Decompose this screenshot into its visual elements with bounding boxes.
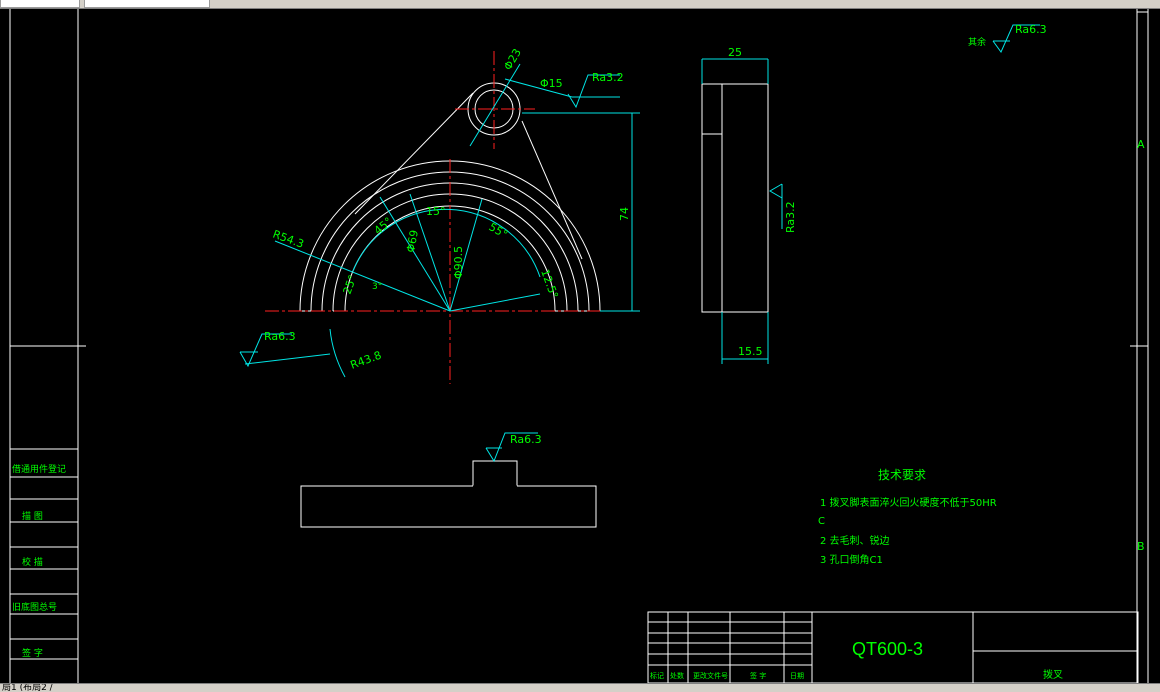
dia-69-dim: Φ69 [404,229,421,254]
left-cell-1: 借通用件登记 [12,463,66,475]
header-cell-2: 处数 [670,671,684,680]
drawing-canvas[interactable]: Ra6.3 其余 Ra3.2 Φ23 Φ15 74 R54.3 45° 15° … [0,9,1160,683]
bottom-finish-label: Ra6.3 [510,433,542,446]
finish-remaining-label: 其余 [968,36,986,48]
tech-req-title: 技术要求 [878,468,926,482]
radius-outer-dim: R54.3 [271,228,306,251]
angle-45-dim: 45° [372,215,395,237]
hole-inner-dim: Φ15 [540,77,563,90]
toolbar-tab[interactable] [84,0,210,8]
layout-tabs-bar[interactable]: 局1 (布局2 / [0,683,1160,692]
zone-label-b: B [1137,540,1145,553]
header-cell-1: 标记 [650,671,664,680]
tech-req-line1: 1 拨叉脚表面淬火回火硬度不低于50HR [820,496,997,509]
hole-finish-label: Ra3.2 [592,71,624,84]
header-cell-5: 日期 [790,672,804,680]
tech-req-line2: 2 去毛刺、锐边 [820,534,890,547]
header-cell-4: 签 字 [750,671,766,680]
hole-outer-dim: Φ23 [501,46,524,72]
radius-43-8-dim: R43.8 [349,349,384,372]
cad-drawing: Ra6.3 其余 Ra3.2 Φ23 Φ15 74 R54.3 45° 15° … [9,9,1149,683]
header-cell-3: 更改文件号 [693,671,728,680]
front-view [299,82,769,528]
angle-12-5-dim: 12.5° [538,268,560,301]
finish-left-label: Ra6.3 [264,330,296,343]
height-dim: 74 [618,207,631,221]
zone-label-a: A [1137,138,1145,151]
angle-25-dim: 25° [341,273,360,296]
side-finish-label: Ra3.2 [784,201,797,233]
toolbar-tab[interactable] [0,0,80,8]
angle-small-dim: 3° [372,282,382,292]
angle-55-dim: 55° [487,220,510,241]
left-cell-3: 校 描 [22,556,43,568]
side-width-dim: 25 [728,46,742,59]
angle-15-dim: 15° [426,205,446,218]
center-lines [265,51,610,384]
part-name-text: 拨叉 [1043,668,1063,681]
left-cell-4: 旧底图总号 [12,601,57,613]
layout-tabs-text[interactable]: 局1 (布局2 / [2,683,53,692]
left-cell-5: 签 字 [22,647,43,659]
toolbar-strip [0,0,1160,9]
tech-req-line3: 3 孔口倒角C1 [820,554,883,566]
dimension-lines [239,24,1040,463]
dia-90-5-dim: Φ90.5 [452,246,465,279]
finish-top-label: Ra6.3 [1015,23,1047,36]
drawing-text: Ra6.3 其余 Ra3.2 Φ23 Φ15 74 R54.3 45° 15° … [12,23,1145,681]
left-cell-2: 描 图 [22,510,43,522]
material-text: QT600-3 [852,639,923,659]
tech-req-line1b: C [818,516,825,527]
side-bottom-dim: 15.5 [738,345,763,358]
